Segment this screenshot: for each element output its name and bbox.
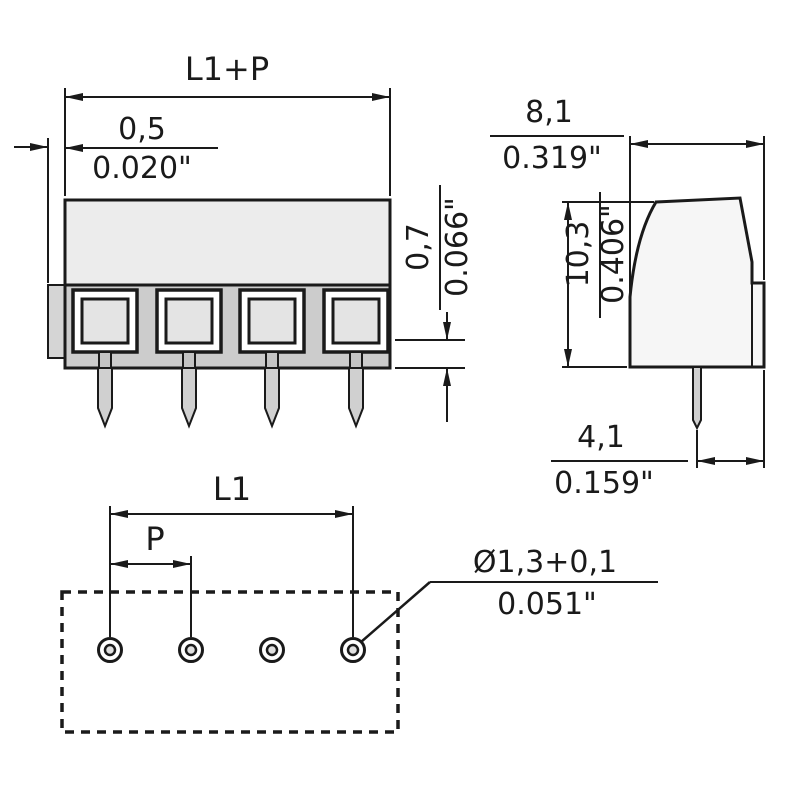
dim-wall: 0,7 0.066" [395, 185, 475, 422]
hole-callout: Ø1,3+0,1 0.051" [360, 545, 658, 643]
solder-pin [348, 367, 364, 429]
callout-leader-line [360, 581, 431, 643]
clamp-window [238, 288, 306, 369]
footprint-outline [60, 590, 400, 734]
dim-label-p: P [145, 520, 164, 558]
mounting-holes [97, 637, 366, 663]
dim-width: 8,1 0.319" [490, 95, 765, 292]
solder-pin [97, 367, 113, 429]
side-body [628, 196, 766, 369]
mounting-hole [178, 637, 204, 663]
dim-label-wall-in: 0.066" [440, 197, 475, 297]
clamp-window [322, 288, 390, 369]
front-left-flange [47, 284, 66, 359]
dim-label-width-mm: 8,1 [525, 95, 573, 130]
mounting-hole [97, 637, 123, 663]
dim-height: 10,3 0.406" [561, 192, 654, 368]
clamp-window [71, 288, 139, 369]
dim-label-pin-in: 0.159" [554, 466, 654, 501]
side-pin [692, 366, 702, 431]
dim-label-height-in: 0.406" [596, 204, 631, 304]
mounting-hole [340, 637, 366, 663]
dim-offset: 0,5 0.020" [14, 112, 218, 283]
dim-label-l1p: L1+P [185, 50, 269, 88]
front-pins [97, 367, 364, 429]
dim-label-l1: L1 [213, 470, 251, 508]
side-view: 8,1 0.319" 10,3 0.406" 4,1 0.159" [490, 95, 766, 501]
dim-label-width-in: 0.319" [502, 141, 602, 176]
dim-label-wall-mm: 0,7 [401, 223, 436, 271]
dim-label-offset-in: 0.020" [92, 151, 192, 186]
dim-label-hole-mm: Ø1,3+0,1 [473, 545, 617, 580]
dim-l1: L1 [109, 470, 354, 637]
clamp-window [155, 288, 223, 369]
dim-label-hole-in: 0.051" [497, 587, 597, 622]
clamp-windows [71, 288, 390, 369]
front-upper-housing [63, 198, 392, 287]
footprint-view: L1 P Ø1,3+0,1 0.051" [60, 470, 658, 734]
dim-pin-offset: 4,1 0.159" [551, 370, 765, 501]
dim-label-offset-mm: 0,5 [118, 112, 166, 147]
solder-pin [264, 367, 280, 429]
solder-pin [181, 367, 197, 429]
dim-label-height-mm: 10,3 [561, 221, 596, 288]
dim-p: P [110, 520, 192, 637]
front-view: L1+P 0,5 0.020" 0,7 0.066" [14, 50, 475, 429]
dim-label-pin-mm: 4,1 [577, 420, 625, 455]
dim-l1p: L1+P [64, 50, 391, 196]
mounting-hole [259, 637, 285, 663]
